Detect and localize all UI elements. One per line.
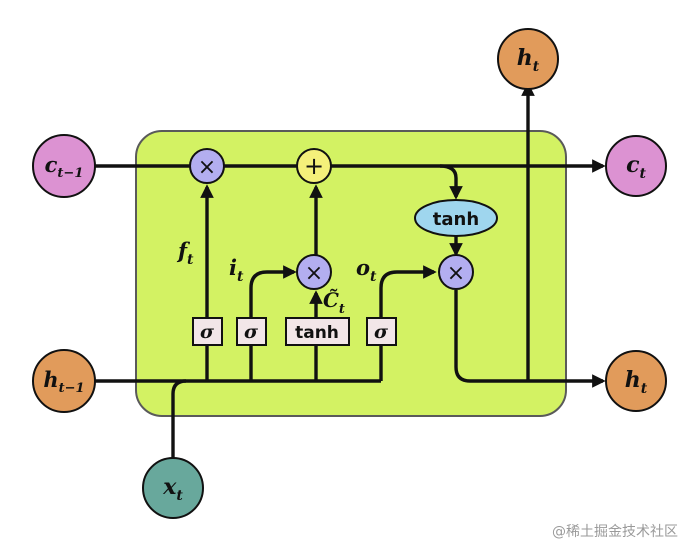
forget-gate-label: σ	[200, 321, 215, 343]
x-node: xt	[142, 457, 204, 519]
output-mult-to-h	[454, 290, 606, 388]
cell-tanh-op: tanh	[414, 199, 498, 237]
h-top-node: ht	[497, 28, 559, 90]
c-prev-label: ct−1	[45, 152, 84, 181]
input-to-mult	[249, 265, 297, 318]
input-multiply-symbol: ×	[305, 261, 323, 286]
x-input-line	[171, 379, 187, 458]
c-out-node: ct	[605, 135, 667, 197]
input-gate-label: σ	[244, 321, 259, 343]
output-gate-label: σ	[374, 321, 389, 343]
watermark: @稀土掘金技术社区	[552, 524, 678, 540]
cell-state-to-tanh	[439, 164, 463, 200]
output-gate-box: σ	[366, 317, 397, 346]
c-out-label: ct	[626, 152, 646, 182]
output-multiply-op: ×	[438, 254, 474, 290]
c-prev-node: ct−1	[32, 134, 96, 198]
add-symbol: +	[304, 152, 324, 180]
forget-multiply-symbol: ×	[198, 155, 216, 180]
h-top-label: ht	[517, 45, 540, 75]
x-label: xt	[162, 474, 183, 504]
output-multiply-symbol: ×	[447, 261, 465, 286]
h-out-label: ht	[625, 367, 648, 397]
input-gate-box: σ	[236, 317, 267, 346]
forget-multiply-op: ×	[189, 148, 225, 184]
h-out-node: ht	[605, 350, 667, 412]
h-prev-node: ht−1	[32, 349, 96, 413]
add-op: +	[296, 148, 332, 184]
candidate-var: C̃t	[323, 288, 345, 317]
output-to-mult	[379, 265, 437, 318]
candidate-gate-label: tanh	[295, 323, 339, 343]
candidate-gate-box: tanh	[285, 317, 350, 346]
cell-tanh-label: tanh	[433, 209, 479, 230]
input-gate-var: it	[229, 255, 244, 285]
input-multiply-op: ×	[296, 254, 332, 290]
h-prev-label: ht−1	[43, 367, 84, 396]
output-gate-var: ot	[356, 255, 377, 285]
forget-gate-box: σ	[192, 317, 223, 346]
